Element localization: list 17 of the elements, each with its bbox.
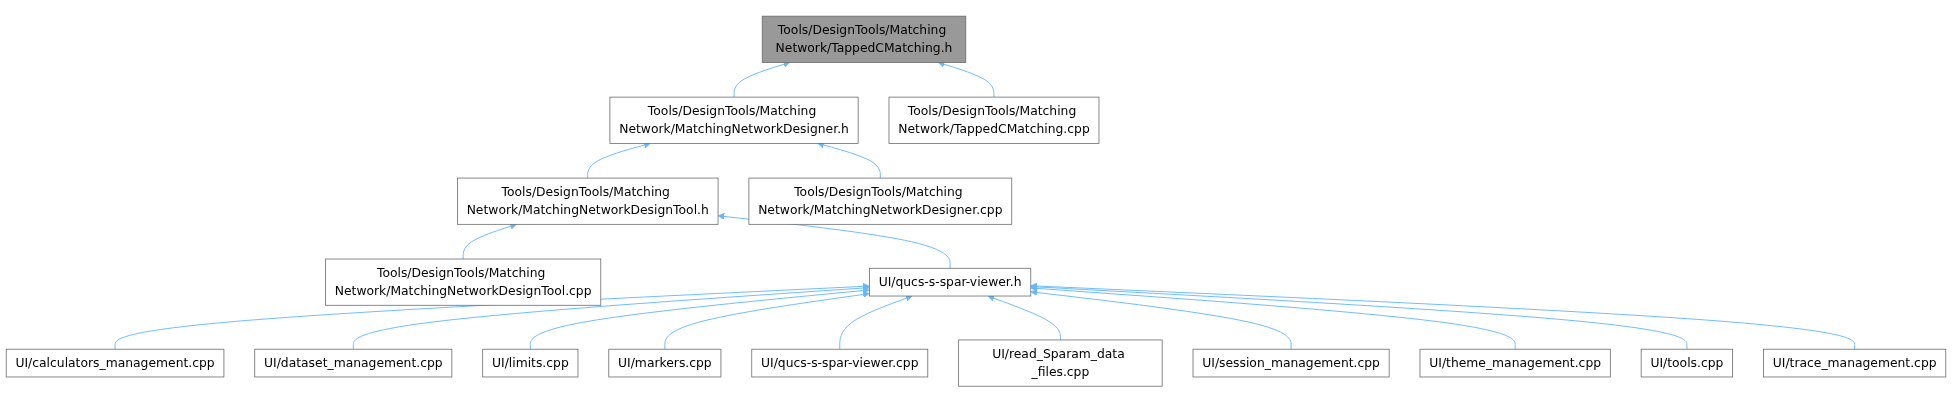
node-box: UI/dataset_management.cpp bbox=[254, 349, 453, 378]
node-box: Tools/DesignTools/Matching Network/TappedCMatching.cpp bbox=[888, 97, 1100, 145]
node-box: Tools/DesignTools/Matching Network/MatchingNetworkDesignTool.h bbox=[457, 177, 719, 225]
node-box: UI/tools.cpp bbox=[1640, 349, 1734, 378]
node-box: UI/trace_management.cpp bbox=[1763, 349, 1947, 378]
node-box: UI/theme_management.cpp bbox=[1419, 349, 1611, 378]
node-box: UI/session_management.cpp bbox=[1192, 349, 1390, 378]
node-box: Tools/DesignTools/Matching Network/TappedCMatching.h bbox=[761, 16, 967, 64]
node-box: UI/limits.cpp bbox=[482, 349, 579, 378]
node-box: Tools/DesignTools/Matching Network/MatchingNetworkDesigner.h bbox=[609, 97, 859, 145]
node-box: UI/markers.cpp bbox=[608, 349, 722, 378]
node-box: UI/qucs-s-spar-viewer.h bbox=[869, 268, 1032, 297]
node-box: Tools/DesignTools/Matching Network/MatchingNetworkDesigner.cpp bbox=[748, 177, 1013, 225]
node-box: Tools/DesignTools/Matching Network/MatchingNetworkDesignTool.cpp bbox=[325, 258, 602, 306]
node-box: UI/calculators_management.cpp bbox=[5, 349, 225, 378]
node-box: UI/qucs-s-spar-viewer.cpp bbox=[751, 349, 929, 378]
node-box: UI/read_Sparam_data _files.cpp bbox=[958, 339, 1163, 387]
